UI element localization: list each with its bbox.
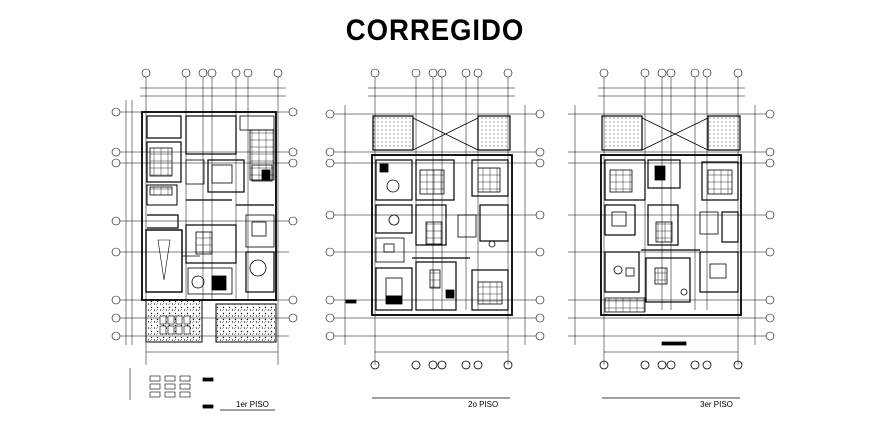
caption-3er-piso: 3er PISO (700, 400, 733, 409)
plan-1er-piso (111, 68, 298, 411)
caption-1er-piso: 1er PISO (236, 400, 269, 409)
caption-2o-piso: 2o PISO (468, 400, 498, 409)
plan-3er-piso (568, 68, 775, 399)
axis-bubbles-top (141, 68, 283, 78)
drawing-title: CORREGIDO (345, 14, 525, 47)
plan-2o-piso (325, 68, 545, 399)
